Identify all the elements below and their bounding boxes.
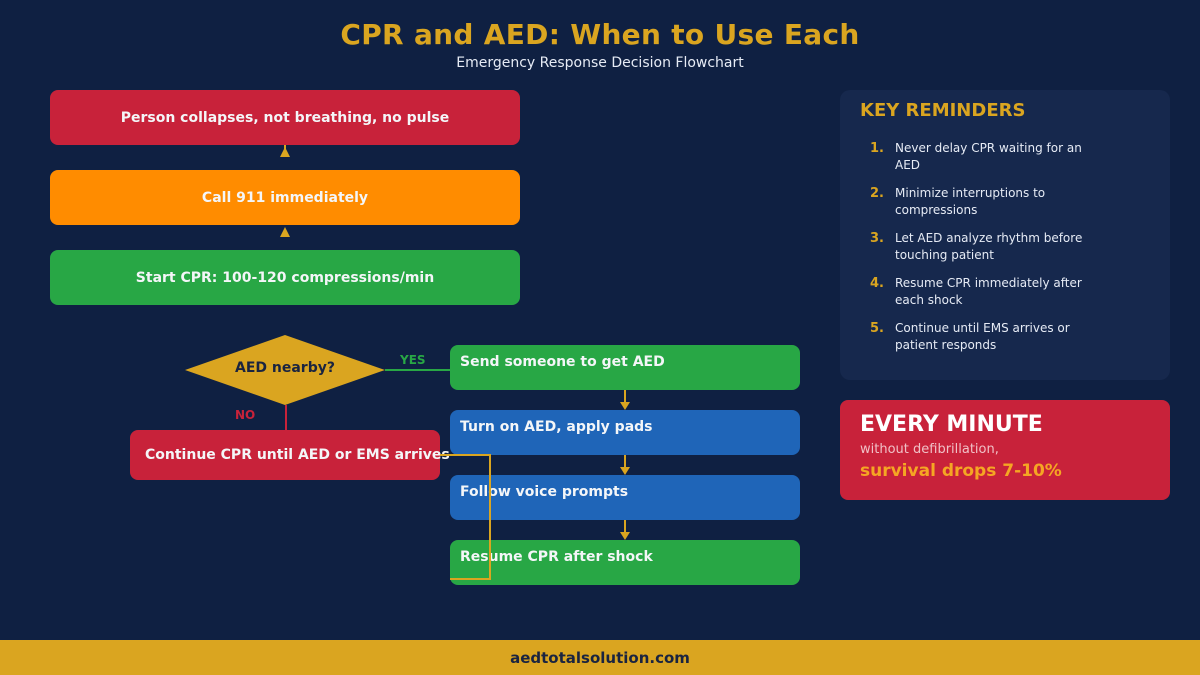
page-title: CPR and AED: When to Use Each [340, 18, 860, 51]
flow-step-label: Continue CPR until AED or EMS arrives [145, 447, 450, 463]
reminder-text: Resume CPR immediately after each shock [895, 276, 1082, 307]
flow-step-voice-prompts: Follow voice prompts [450, 475, 800, 520]
connector-line [624, 455, 626, 467]
arrow-down-icon [620, 402, 630, 410]
key-reminders-panel: KEY REMINDERS 1. Never delay CPR waiting… [840, 90, 1170, 380]
flow-step-collapse: Person collapses, not breathing, no puls… [50, 90, 520, 145]
reminder-number: 3. [870, 231, 884, 246]
page-subtitle: Emergency Response Decision Flowchart [456, 55, 744, 71]
footer-site-link[interactable]: aedtotalsolution.com [510, 648, 690, 667]
footer-bar: aedtotalsolution.com [0, 640, 1200, 675]
decision-label: AED nearby? [235, 360, 335, 376]
reminder-number: 5. [870, 321, 884, 336]
flow-step-label: Call 911 immediately [201, 189, 369, 206]
flow-step-label: Resume CPR after shock [460, 549, 653, 565]
arrow-up-icon [280, 147, 290, 157]
no-label: NO [235, 408, 256, 422]
flow-step-label: Start CPR: 100-120 compressions/min [135, 269, 435, 286]
flow-step-send-for-aed: Send someone to get AED [450, 345, 800, 390]
reminder-number: 4. [870, 276, 884, 291]
yes-connector-line [385, 369, 450, 371]
flow-step-call-911: Call 911 immediately [50, 170, 520, 225]
yes-label: YES [400, 353, 426, 367]
survival-alert-box: EVERY MINUTE without defibrillation, sur… [840, 400, 1170, 500]
reminder-text: Continue until EMS arrives or patient re… [895, 321, 1070, 352]
flow-step-resume-cpr: Resume CPR after shock [450, 540, 800, 585]
alert-subtext: without defibrillation, [860, 442, 999, 457]
no-connector-line [285, 405, 287, 430]
flow-step-start-cpr: Start CPR: 100-120 compressions/min [50, 250, 520, 305]
diamond-shape-icon [185, 335, 385, 405]
connector-line [624, 520, 626, 532]
flow-step-label: Send someone to get AED [460, 354, 665, 370]
connector-line [624, 390, 626, 402]
reminder-text: Minimize interruptions to compressions [895, 186, 1046, 217]
alert-stat: survival drops 7-10% [860, 461, 1062, 481]
panel-title: KEY REMINDERS [860, 100, 1026, 121]
flow-step-continue-cpr: Continue CPR until AED or EMS arrives [130, 430, 450, 480]
reminder-number: 1. [870, 141, 884, 156]
flow-step-label: Turn on AED, apply pads [460, 419, 653, 435]
arrow-down-icon [620, 467, 630, 475]
flow-step-label: Person collapses, not breathing, no puls… [120, 109, 450, 126]
reminder-text: Let AED analyze rhythm before touching p… [895, 231, 1083, 262]
reminder-text: Never delay CPR waiting for an AED [895, 141, 1082, 172]
arrow-up-icon [280, 227, 290, 237]
arrow-down-icon [620, 532, 630, 540]
alert-headline: EVERY MINUTE [860, 412, 1043, 437]
decision-diamond: AED nearby? [185, 335, 385, 405]
reminder-number: 2. [870, 186, 884, 201]
flow-step-label: Follow voice prompts [460, 484, 629, 500]
flow-step-apply-pads: Turn on AED, apply pads [450, 410, 800, 455]
